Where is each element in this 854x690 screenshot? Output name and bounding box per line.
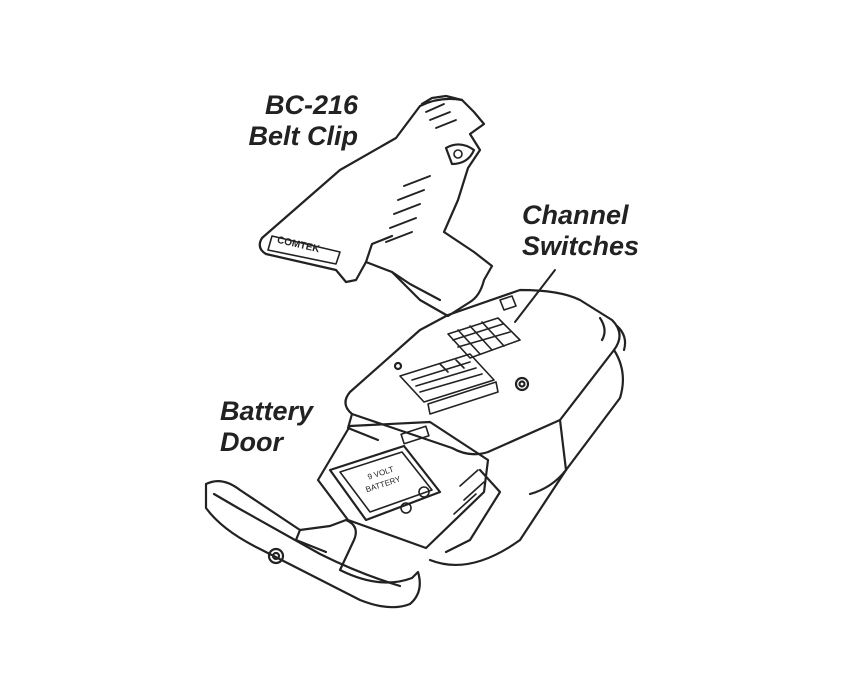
channel-switches (447, 295, 521, 359)
battery-door (204, 479, 421, 609)
belt-clip-callout-line1: BC-216 (264, 90, 358, 120)
channel-switches-callout: Channel Switches (522, 200, 639, 262)
battery-door-callout-line2: Door (220, 427, 283, 457)
battery-door-callout: Battery Door (220, 396, 313, 458)
belt-clip-callout-line2: Belt Clip (248, 121, 358, 151)
receiver-body (344, 288, 627, 496)
channel-switches-callout-line1: Channel (522, 200, 629, 230)
belt-clip-callout: BC-216 Belt Clip (228, 90, 358, 152)
receiver-label-plate (399, 353, 499, 415)
channel-switches-callout-line2: Switches (522, 231, 640, 261)
battery-door-callout-line1: Battery (220, 396, 314, 426)
channel-switches-leader (514, 269, 556, 323)
